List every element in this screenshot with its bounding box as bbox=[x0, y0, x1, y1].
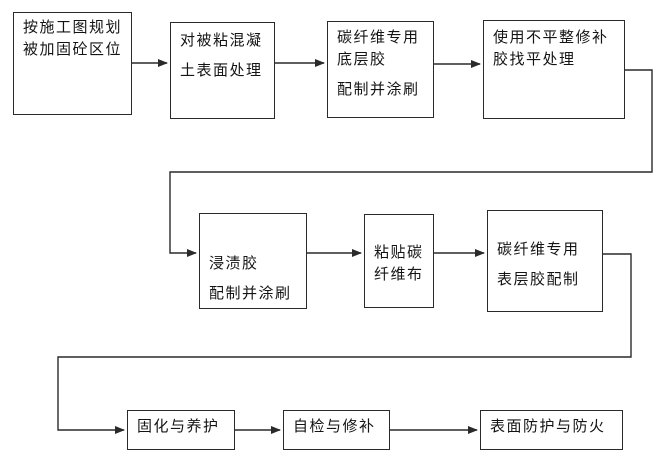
box-text-line: 表层胶配制 bbox=[497, 270, 580, 288]
box-text-line: 碳纤维专用 bbox=[337, 28, 420, 46]
flow-box-curing-and-maintenance: 固化与养护 bbox=[127, 410, 235, 450]
box-text-line: 被加固砼区位 bbox=[23, 40, 123, 58]
flow-box-paste-carbon-fiber-cloth: 粘贴碳纤维布 bbox=[364, 214, 434, 308]
box-text-line: 对被粘混凝 bbox=[180, 31, 263, 49]
flow-box-leveling-repair-adhesive: 使用不平整修补胶找平处理 bbox=[483, 20, 625, 119]
box-text-gap bbox=[209, 274, 302, 282]
flow-box-concrete-surface-treatment: 对被粘混凝土表面处理 bbox=[170, 22, 275, 119]
box-text-line: 固化与养护 bbox=[137, 417, 220, 435]
flow-box-plan-reinforced-area: 按施工图规划被加固砼区位 bbox=[13, 12, 132, 115]
flow-box-primer-adhesive-apply: 碳纤维专用底层胶配制并涂刷 bbox=[327, 21, 434, 118]
box-text-line: 自检与修补 bbox=[293, 417, 376, 435]
box-text-line: 浸渍胶 bbox=[209, 254, 259, 272]
box-text-line: 碳纤维专用 bbox=[497, 240, 580, 258]
box-text-line: 底层胶 bbox=[337, 50, 387, 68]
box-text-line: 粘贴碳 bbox=[374, 243, 424, 261]
box-text-line: 使用不平整修补 bbox=[493, 28, 609, 46]
box-text-gap bbox=[180, 51, 270, 59]
connector-surface-adhesive-prepare-to-curing-and-maintenance bbox=[57, 253, 632, 434]
box-text-line: 配制并涂刷 bbox=[209, 284, 292, 302]
connector-leveling-repair-adhesive-to-impregnating-adhesive bbox=[169, 69, 653, 257]
box-text-line: 纤维布 bbox=[374, 265, 424, 283]
flow-box-impregnating-adhesive: 浸渍胶配制并涂刷 bbox=[199, 213, 307, 309]
box-text-line: 胶找平处理 bbox=[493, 50, 576, 68]
box-text-gap bbox=[497, 260, 598, 268]
flow-box-surface-fire-protection: 表面防护与防火 bbox=[480, 410, 623, 450]
box-text-line: 配制并涂刷 bbox=[337, 80, 420, 98]
box-text-line: 按施工图规划 bbox=[23, 18, 123, 36]
flow-box-surface-adhesive-prepare: 碳纤维专用表层胶配制 bbox=[487, 210, 603, 312]
box-text-line: 土表面处理 bbox=[180, 61, 263, 79]
box-text-line: 表面防护与防火 bbox=[490, 417, 606, 435]
flow-box-self-check-and-repair: 自检与修补 bbox=[283, 410, 390, 450]
box-text-gap bbox=[337, 70, 429, 78]
